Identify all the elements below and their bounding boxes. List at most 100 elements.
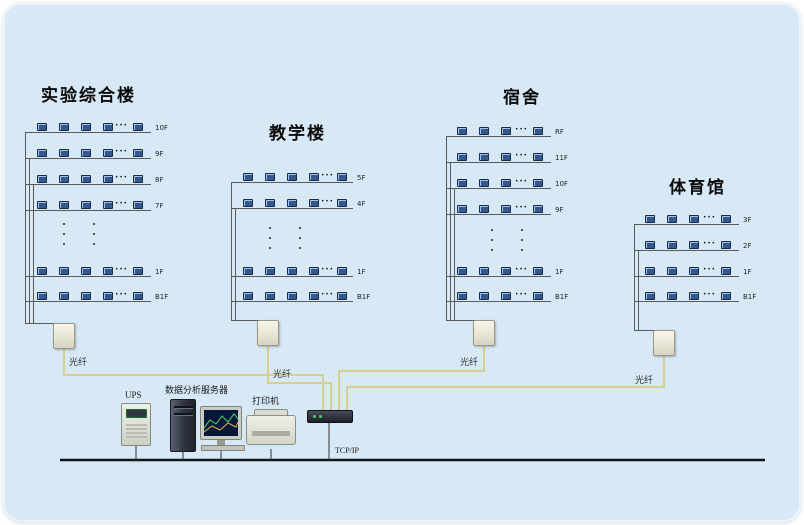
device-icon — [533, 179, 543, 187]
gap-dot — [521, 249, 523, 251]
gap-dot — [63, 223, 65, 225]
device-icon — [243, 199, 253, 207]
device-icon — [309, 199, 319, 207]
floor-label: 1F — [555, 268, 564, 276]
gap-dot — [491, 249, 493, 251]
device-icon — [59, 149, 69, 157]
server-drive-bay — [174, 413, 193, 416]
device-icon — [667, 215, 677, 223]
device-icon — [721, 292, 731, 300]
device-icon — [37, 292, 47, 300]
gap-dot — [491, 239, 493, 241]
device-icon — [645, 267, 655, 275]
device-icon — [37, 267, 47, 275]
monitor-chart-trace — [204, 413, 238, 433]
floor-label: B1F — [155, 293, 169, 301]
device-icon — [667, 267, 677, 275]
trunk-bottom-wire — [446, 320, 484, 321]
device-icon — [533, 127, 543, 135]
fiber-line-gym — [346, 356, 665, 411]
device-icon — [287, 267, 297, 275]
device-icon — [133, 123, 143, 131]
row-ellipsis: ··· — [703, 238, 717, 249]
fiber-line-dorm — [338, 346, 485, 411]
device-icon — [533, 153, 543, 161]
row-wire — [446, 188, 551, 189]
network-switch — [307, 410, 353, 423]
device-icon — [103, 201, 113, 209]
gap-dot — [93, 233, 95, 235]
monitor-screen — [204, 410, 238, 436]
trunk-bottom-wire — [231, 320, 268, 321]
device-icon — [81, 267, 91, 275]
device-icon — [533, 267, 543, 275]
device-icon — [133, 201, 143, 209]
building-title-gym: 体育馆 — [669, 178, 726, 197]
device-icon — [501, 205, 511, 213]
gap-dot — [93, 223, 95, 225]
floor-label: RF — [555, 128, 564, 136]
floor-label: 7F — [155, 202, 164, 210]
row-ellipsis: ··· — [515, 150, 529, 161]
device-icon — [287, 173, 297, 181]
ups-vents — [126, 424, 147, 440]
row-ellipsis: ··· — [703, 264, 717, 275]
device-icon — [501, 267, 511, 275]
device-icon — [81, 292, 91, 300]
row-wire — [446, 214, 551, 215]
fiber-label-teaching: 光纤 — [273, 369, 292, 379]
server-tower — [170, 399, 196, 452]
trunk-bottom-wire — [634, 330, 664, 331]
fiber-converter-box — [257, 320, 279, 346]
buildings-layer: ···10F···9F···8F···7F···1F···B1F···5F···… — [5, 5, 799, 520]
gap-dot — [63, 243, 65, 245]
fiber-label-dorm: 光纤 — [460, 357, 479, 367]
device-icon — [533, 205, 543, 213]
row-wire — [446, 162, 551, 163]
row-wire — [25, 158, 151, 159]
row-ellipsis: ··· — [321, 170, 335, 181]
monitor-stand — [217, 440, 225, 445]
device-icon — [457, 267, 467, 275]
row-wire — [25, 276, 151, 277]
printer-unit — [246, 415, 296, 445]
fiber-converter-box — [653, 330, 675, 356]
device-icon — [667, 241, 677, 249]
floor-label: 1F — [743, 268, 752, 276]
device-icon — [81, 149, 91, 157]
row-ellipsis: ··· — [115, 146, 129, 157]
device-icon — [103, 149, 113, 157]
row-wire — [25, 301, 151, 302]
device-icon — [689, 267, 699, 275]
device-icon — [721, 241, 731, 249]
row-ellipsis: ··· — [321, 196, 335, 207]
row-wire — [634, 224, 739, 225]
device-icon — [479, 267, 489, 275]
gap-dot — [63, 233, 65, 235]
trunk-line — [454, 188, 455, 320]
gap-dot — [299, 227, 301, 229]
row-ellipsis: ··· — [515, 124, 529, 135]
floor-label: 3F — [743, 216, 752, 224]
trunk-line — [634, 224, 635, 330]
row-wire — [231, 301, 353, 302]
keyboard — [201, 445, 245, 451]
row-wire — [446, 136, 551, 137]
ups-unit — [121, 403, 151, 446]
trunk-bottom-wire — [25, 323, 64, 324]
floor-label: 9F — [555, 206, 564, 214]
device-icon — [103, 175, 113, 183]
trunk-line — [231, 182, 232, 320]
device-icon — [37, 149, 47, 157]
row-wire — [446, 276, 551, 277]
row-wire — [634, 276, 739, 277]
device-icon — [37, 123, 47, 131]
device-icon — [689, 292, 699, 300]
device-icon — [59, 123, 69, 131]
device-icon — [337, 267, 347, 275]
floor-label: B1F — [743, 293, 757, 301]
device-icon — [667, 292, 677, 300]
floor-label: 1F — [155, 268, 164, 276]
device-icon — [721, 215, 731, 223]
device-icon — [133, 267, 143, 275]
